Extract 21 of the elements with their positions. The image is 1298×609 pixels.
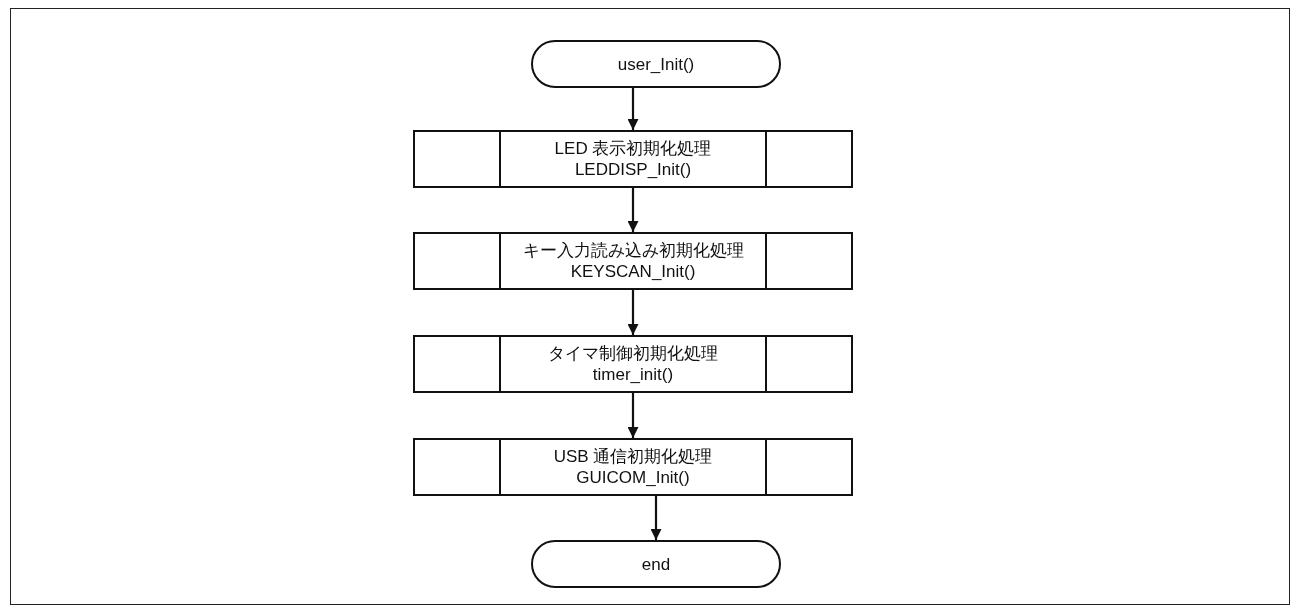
terminal-shape <box>531 540 781 588</box>
function-name: KEYSCAN_Init() <box>570 261 696 282</box>
process-box <box>413 335 853 393</box>
terminal-label: end <box>641 553 671 575</box>
arrow <box>627 393 639 438</box>
arrow <box>650 496 662 540</box>
terminal-label: user_Init() <box>617 53 695 75</box>
process-label: LED 表示初期化処理 <box>554 138 712 159</box>
process-label: USB 通信初期化処理 <box>553 446 713 467</box>
function-name: GUICOM_Init() <box>576 467 690 488</box>
arrow <box>627 188 639 232</box>
terminal-shape <box>531 40 781 88</box>
arrow <box>627 290 639 335</box>
process-box <box>413 232 853 290</box>
process-label: タイマ制御初期化処理 <box>548 343 718 364</box>
process-box <box>413 438 853 496</box>
function-name: timer_init() <box>592 364 674 385</box>
process-label: キー入力読み込み初期化処理 <box>522 240 744 261</box>
function-name: LEDDISP_Init() <box>574 159 692 180</box>
arrow <box>627 88 639 130</box>
process-box <box>413 130 853 188</box>
